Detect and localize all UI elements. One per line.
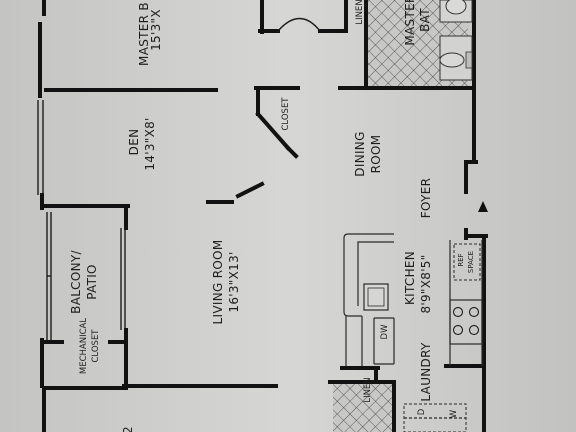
kitchen-counter [343, 233, 395, 366]
balcony-label-2: PATIO [85, 264, 99, 300]
balcony-label-1: BALCONY/ [69, 249, 83, 313]
living-sliding-door [120, 228, 126, 330]
dw-label: DW [380, 324, 390, 340]
kitchen-label: KITCHEN [403, 251, 417, 305]
master-bedroom-label: MASTER B [137, 2, 151, 66]
dryer-label: D [417, 408, 427, 415]
interior-walls [42, 0, 488, 432]
master-bath-sublabel: BAT [418, 8, 432, 32]
foyer-label: FOYER [419, 178, 433, 218]
master-bath-fixtures [439, 0, 473, 81]
dining-label-2: ROOM [369, 135, 383, 174]
partial-room-label: 2 [121, 426, 135, 432]
laundry-label: LAUNDRY [419, 342, 433, 402]
den-label: DEN [127, 129, 141, 156]
ref-space-outline [453, 243, 481, 281]
balcony-sliding-door [46, 212, 52, 340]
master-bedroom-dims: 15'3"X [149, 9, 163, 51]
bedroom-door-swing [277, 17, 321, 32]
hall-bath-tile [333, 381, 393, 432]
living-room-label: LIVING ROOM [211, 240, 225, 325]
linen-bottom-label: LINEN [363, 377, 373, 402]
closet-label: CLOSET [281, 97, 291, 131]
mechanical-label-1: MECHANICAL [79, 318, 89, 374]
washer-label: W [449, 409, 459, 418]
linen-top-label: LINEN [355, 0, 365, 25]
kitchen-dims: 8'9"X8'5" [419, 254, 433, 313]
kitchen-range [449, 240, 483, 366]
den-dims: 14'3"X8' [143, 117, 157, 170]
ref-label-2: SPACE [467, 251, 475, 273]
ref-label-1: REF [457, 253, 465, 266]
mechanical-label-2: CLOSET [91, 329, 101, 363]
dining-label-1: DINING [353, 131, 367, 176]
living-room-dims: 16'3"X13' [227, 251, 241, 312]
master-bath-label: MASTER [403, 0, 417, 46]
entry-arrow-icon [478, 201, 488, 212]
